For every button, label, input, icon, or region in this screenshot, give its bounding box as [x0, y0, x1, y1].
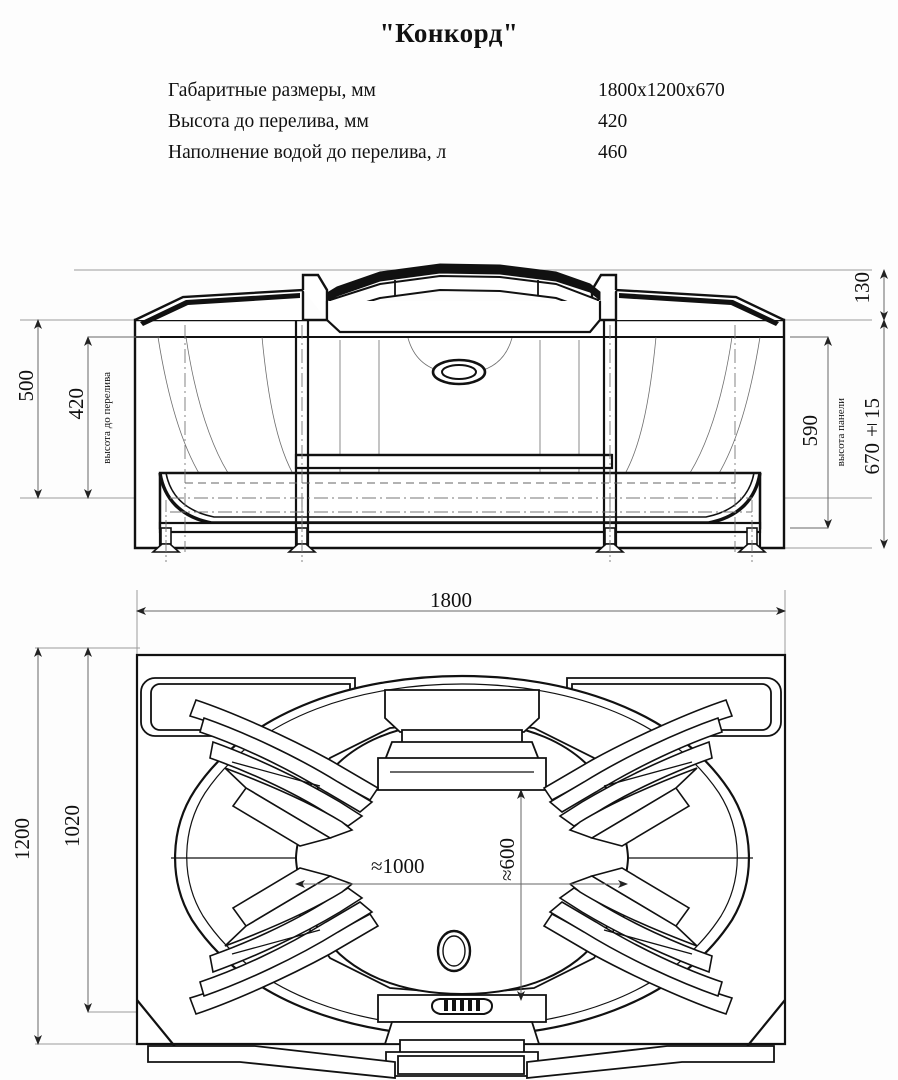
- dim-front-670: 670±15: [860, 398, 884, 475]
- dim-front-130: 130: [850, 272, 874, 304]
- basin-seams: [171, 761, 753, 955]
- plan-view-group: [34, 590, 787, 1079]
- plan-tub-body: [135, 653, 787, 1079]
- dim-front-overflow-note: высота до перелива: [101, 372, 113, 464]
- dim-plan-1800: 1800: [430, 588, 472, 612]
- dim-front-590: 590: [798, 415, 822, 447]
- plan-skirt-panels: [147, 1045, 775, 1079]
- dim-front-500: 500: [14, 370, 38, 402]
- dim-front-panel-note: высота панели: [835, 398, 847, 467]
- dim-front-420: 420: [64, 388, 88, 420]
- page-title: "Конкорд": [379, 18, 519, 48]
- drain-grille-icon: [430, 998, 494, 1015]
- table-row: Наполнение водой до перелива, л 460: [168, 142, 808, 164]
- armrest-upper-left: [188, 698, 380, 847]
- armrest-upper-right: [542, 698, 734, 847]
- spec-label: Наполнение водой до перелива, л: [168, 142, 447, 163]
- front-dimension-lines-right: [790, 269, 888, 549]
- table-row: Высота до перелива, мм 420: [168, 111, 808, 133]
- dim-plan-basin-depth: ≈600: [495, 838, 519, 882]
- table-row: Габаритные размеры, мм 1800x1200x670: [168, 80, 808, 102]
- dim-plan-basin-width: ≈1000: [371, 854, 425, 878]
- front-tub-body: [133, 263, 786, 552]
- leveling-feet: [150, 500, 768, 562]
- dim-plan-1200: 1200: [10, 818, 34, 860]
- plan-dim-height: [34, 647, 92, 1045]
- dim-plan-1020: 1020: [60, 805, 84, 847]
- spec-value: 460: [598, 142, 628, 163]
- plan-top-step: [377, 689, 547, 791]
- spec-label: Высота до перелива, мм: [168, 111, 369, 132]
- front-dimension-lines-left: [34, 319, 160, 499]
- spec-label: Габаритные размеры, мм: [168, 80, 376, 101]
- front-elevation-group: [20, 263, 888, 562]
- centerlines: [170, 325, 752, 552]
- specification-table: Габаритные размеры, мм 1800x1200x670 Выс…: [168, 80, 808, 173]
- spec-value: 420: [598, 111, 628, 132]
- spec-value: 1800x1200x670: [598, 80, 725, 101]
